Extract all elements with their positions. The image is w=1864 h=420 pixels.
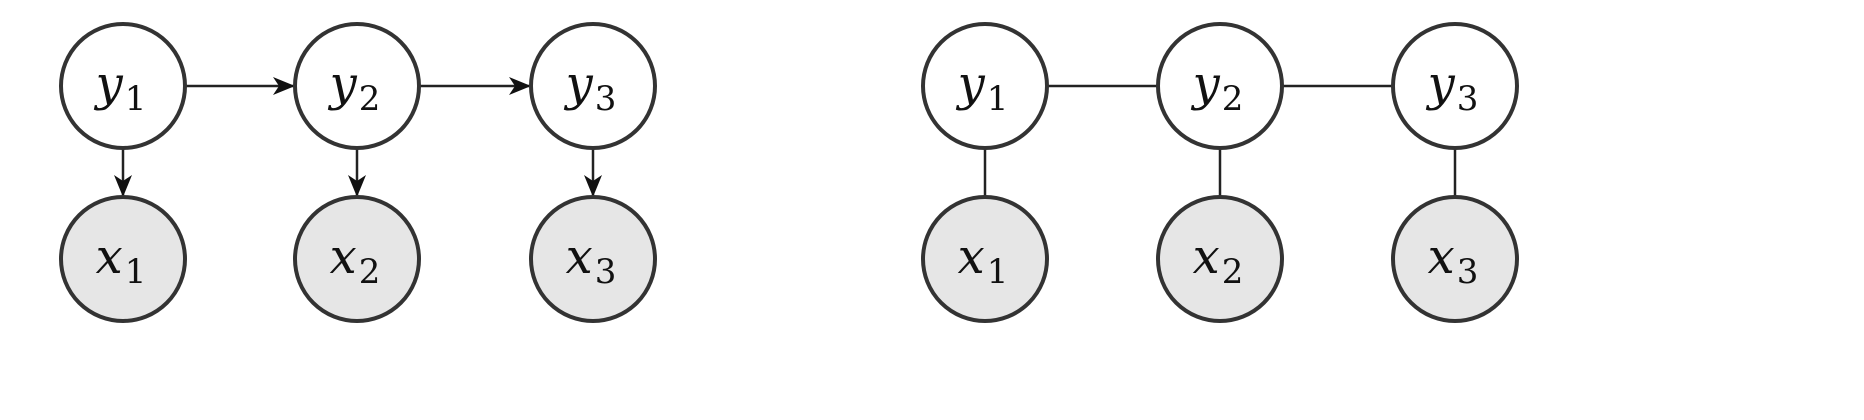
node-label-subscript: 3 (595, 252, 617, 292)
observed-node-x3 (1391, 195, 1519, 323)
node-label-x2: x2 (330, 229, 381, 292)
arrowhead-y1-x1 (114, 175, 132, 197)
node-y1: y1 (59, 22, 187, 150)
hidden-node-y1 (921, 22, 1049, 150)
node-label-base: y (564, 56, 594, 112)
node-label-y2: y2 (1191, 56, 1244, 119)
hidden-node-y3 (1391, 22, 1519, 150)
node-label-base: x (1193, 229, 1220, 285)
node-label-x1: x1 (958, 229, 1009, 292)
node-label-y1: y1 (94, 56, 147, 119)
arrowhead-y2-y3 (509, 77, 531, 95)
node-label-subscript: 1 (987, 79, 1009, 119)
node-x3: x3 (529, 195, 657, 323)
node-label-subscript: 2 (359, 79, 381, 119)
observed-node-x1 (921, 195, 1049, 323)
node-label-base: x (958, 229, 985, 285)
node-x1: x1 (59, 195, 187, 323)
node-x2: x2 (293, 195, 421, 323)
node-y3: y3 (1391, 22, 1519, 150)
node-label-x2: x2 (1193, 229, 1244, 292)
node-label-base: y (1191, 56, 1221, 112)
node-label-subscript: 2 (359, 252, 381, 292)
node-y2: y2 (293, 22, 421, 150)
node-y2: y2 (1156, 22, 1284, 150)
observed-node-x2 (293, 195, 421, 323)
arrowhead-y3-x3 (584, 175, 602, 197)
node-x3: x3 (1391, 195, 1519, 323)
observed-node-x2 (1156, 195, 1284, 323)
node-label-base: y (328, 56, 358, 112)
node-label-x1: x1 (96, 229, 147, 292)
node-label-base: x (566, 229, 593, 285)
node-label-subscript: 2 (1222, 79, 1244, 119)
arrowhead-y1-y2 (273, 77, 295, 95)
node-label-x3: x3 (566, 229, 617, 292)
arrowhead-y2-x2 (348, 175, 366, 197)
node-label-subscript: 3 (595, 79, 617, 119)
node-label-base: y (94, 56, 124, 112)
node-y1: y1 (921, 22, 1049, 150)
node-label-subscript: 2 (1222, 252, 1244, 292)
node-x1: x1 (921, 195, 1049, 323)
node-label-subscript: 1 (125, 252, 147, 292)
edges-layer (114, 77, 1457, 197)
node-label-y3: y3 (1426, 56, 1479, 119)
hidden-node-y1 (59, 22, 187, 150)
node-label-y3: y3 (564, 56, 617, 119)
node-label-subscript: 1 (125, 79, 147, 119)
observed-node-x3 (529, 195, 657, 323)
observed-node-x1 (59, 195, 187, 323)
node-y3: y3 (529, 22, 657, 150)
directed-edges (114, 77, 602, 197)
node-label-base: y (1426, 56, 1456, 112)
node-label-base: y (956, 56, 986, 112)
node-label-subscript: 1 (987, 252, 1009, 292)
node-label-subscript: 3 (1457, 252, 1479, 292)
undirected-edges (983, 84, 1457, 197)
hidden-node-y3 (529, 22, 657, 150)
node-label-x3: x3 (1428, 229, 1479, 292)
node-label-base: x (96, 229, 123, 285)
node-label-subscript: 3 (1457, 79, 1479, 119)
node-x2: x2 (1156, 195, 1284, 323)
hidden-node-y2 (293, 22, 421, 150)
node-label-y2: y2 (328, 56, 381, 119)
node-label-base: x (330, 229, 357, 285)
node-label-y1: y1 (956, 56, 1009, 119)
node-label-base: x (1428, 229, 1455, 285)
hidden-node-y2 (1156, 22, 1284, 150)
